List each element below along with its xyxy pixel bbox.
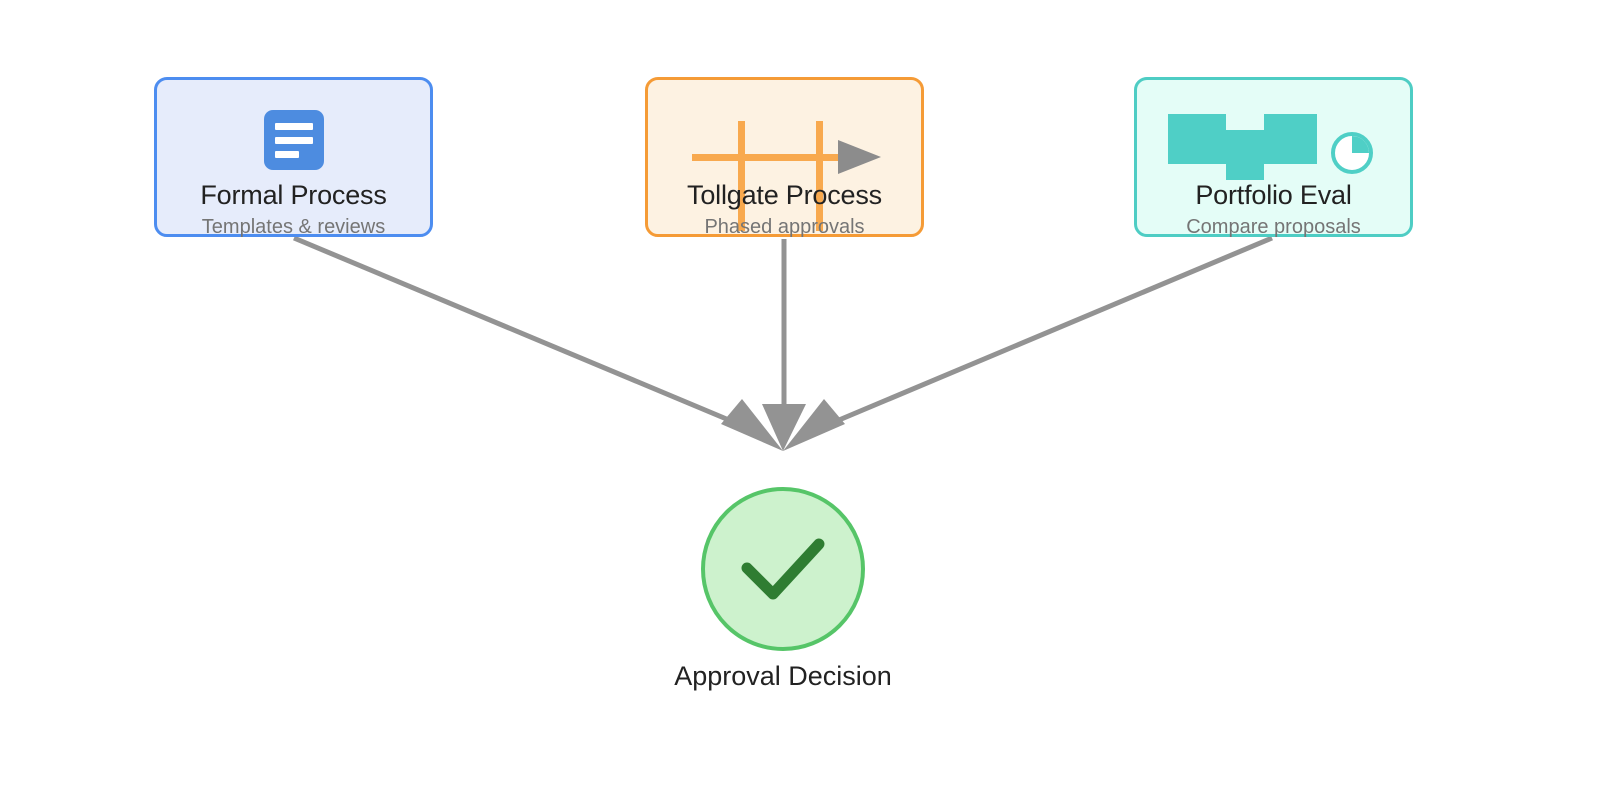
arrowhead-tollgate xyxy=(762,404,806,451)
pie-chart-icon xyxy=(1331,132,1373,174)
formal-process-icon-wrap xyxy=(157,102,430,174)
bar-block-middle xyxy=(1226,130,1264,180)
node-formal-process[interactable]: Formal Process Templates & reviews xyxy=(154,77,433,238)
bar-block-right xyxy=(1264,114,1317,164)
node-title: Tollgate Process xyxy=(687,180,882,210)
check-circle-icon xyxy=(701,487,865,651)
connector-formal-to-approval xyxy=(293,235,749,431)
node-title: Formal Process xyxy=(200,180,387,210)
node-subtitle: Compare proposals xyxy=(1186,216,1361,238)
tollgate-rail xyxy=(692,154,842,161)
node-label: Approval Decision xyxy=(674,661,892,691)
document-line-2 xyxy=(274,137,313,144)
tollgate-arrow-icon xyxy=(648,80,921,231)
document-lines-icon xyxy=(263,110,324,170)
node-subtitle: Templates & reviews xyxy=(201,216,386,238)
bar-pie-chart-icon xyxy=(1137,80,1410,180)
checkmark-icon xyxy=(741,538,825,600)
node-title: Portfolio Eval xyxy=(1195,180,1352,210)
node-subtitle: Phased approvals xyxy=(704,216,865,238)
connector-portfolio-to-approval xyxy=(819,235,1273,431)
pie-slice xyxy=(1352,136,1369,153)
bar-block-left xyxy=(1168,114,1226,164)
tollgate-arrowhead-icon xyxy=(838,140,881,174)
tollgate-bar-1 xyxy=(738,121,745,231)
node-portfolio-eval[interactable]: Portfolio Eval Compare proposals xyxy=(1134,77,1413,238)
document-line-3 xyxy=(274,151,299,158)
tollgate-bar-2 xyxy=(816,121,823,231)
document-line-1 xyxy=(274,123,313,130)
node-tollgate-process[interactable]: Tollgate Process Phased approvals xyxy=(645,77,924,238)
node-approval-decision[interactable]: Approval Decision xyxy=(674,487,892,691)
arrowhead-formal xyxy=(721,399,783,451)
arrowhead-portfolio xyxy=(783,399,845,451)
